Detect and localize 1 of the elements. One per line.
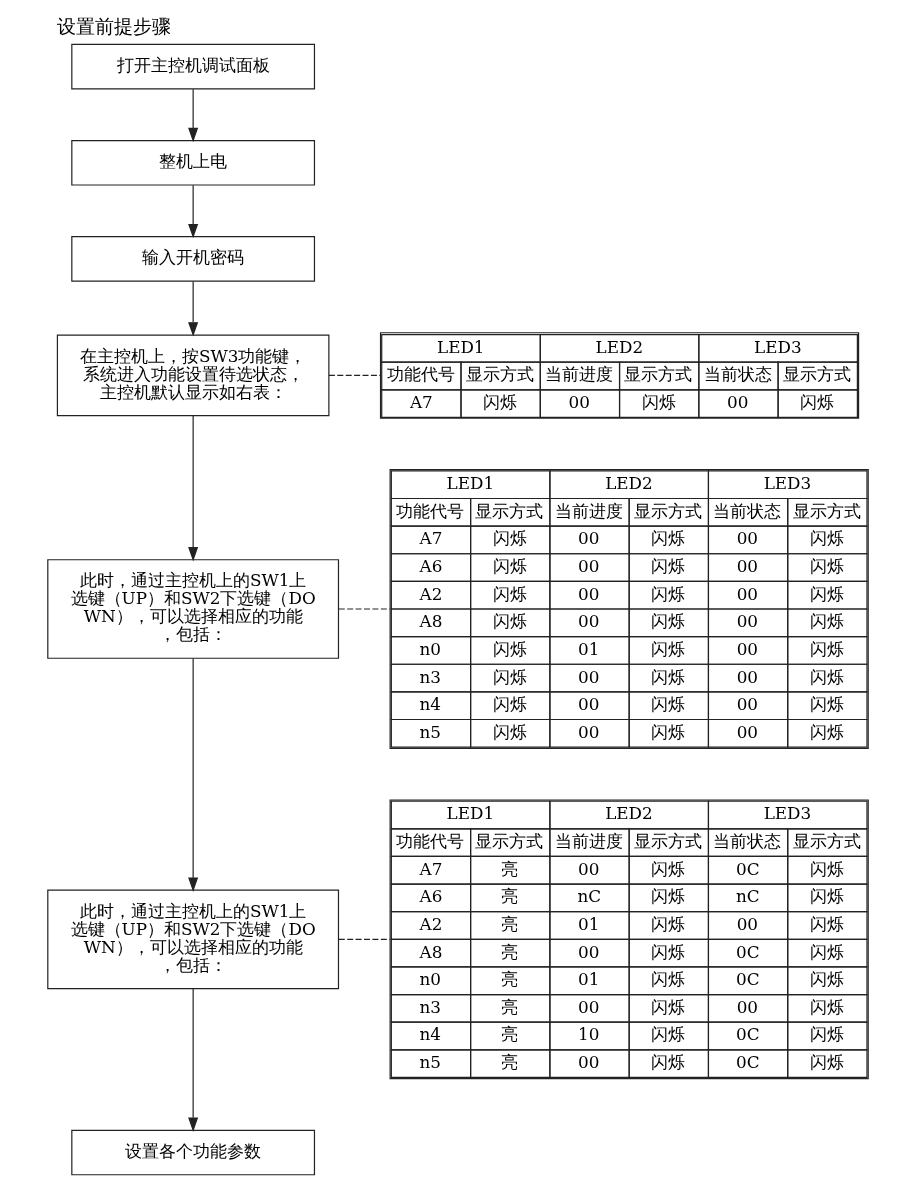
diagram-title: 设置前提步骤 (56, 15, 171, 39)
